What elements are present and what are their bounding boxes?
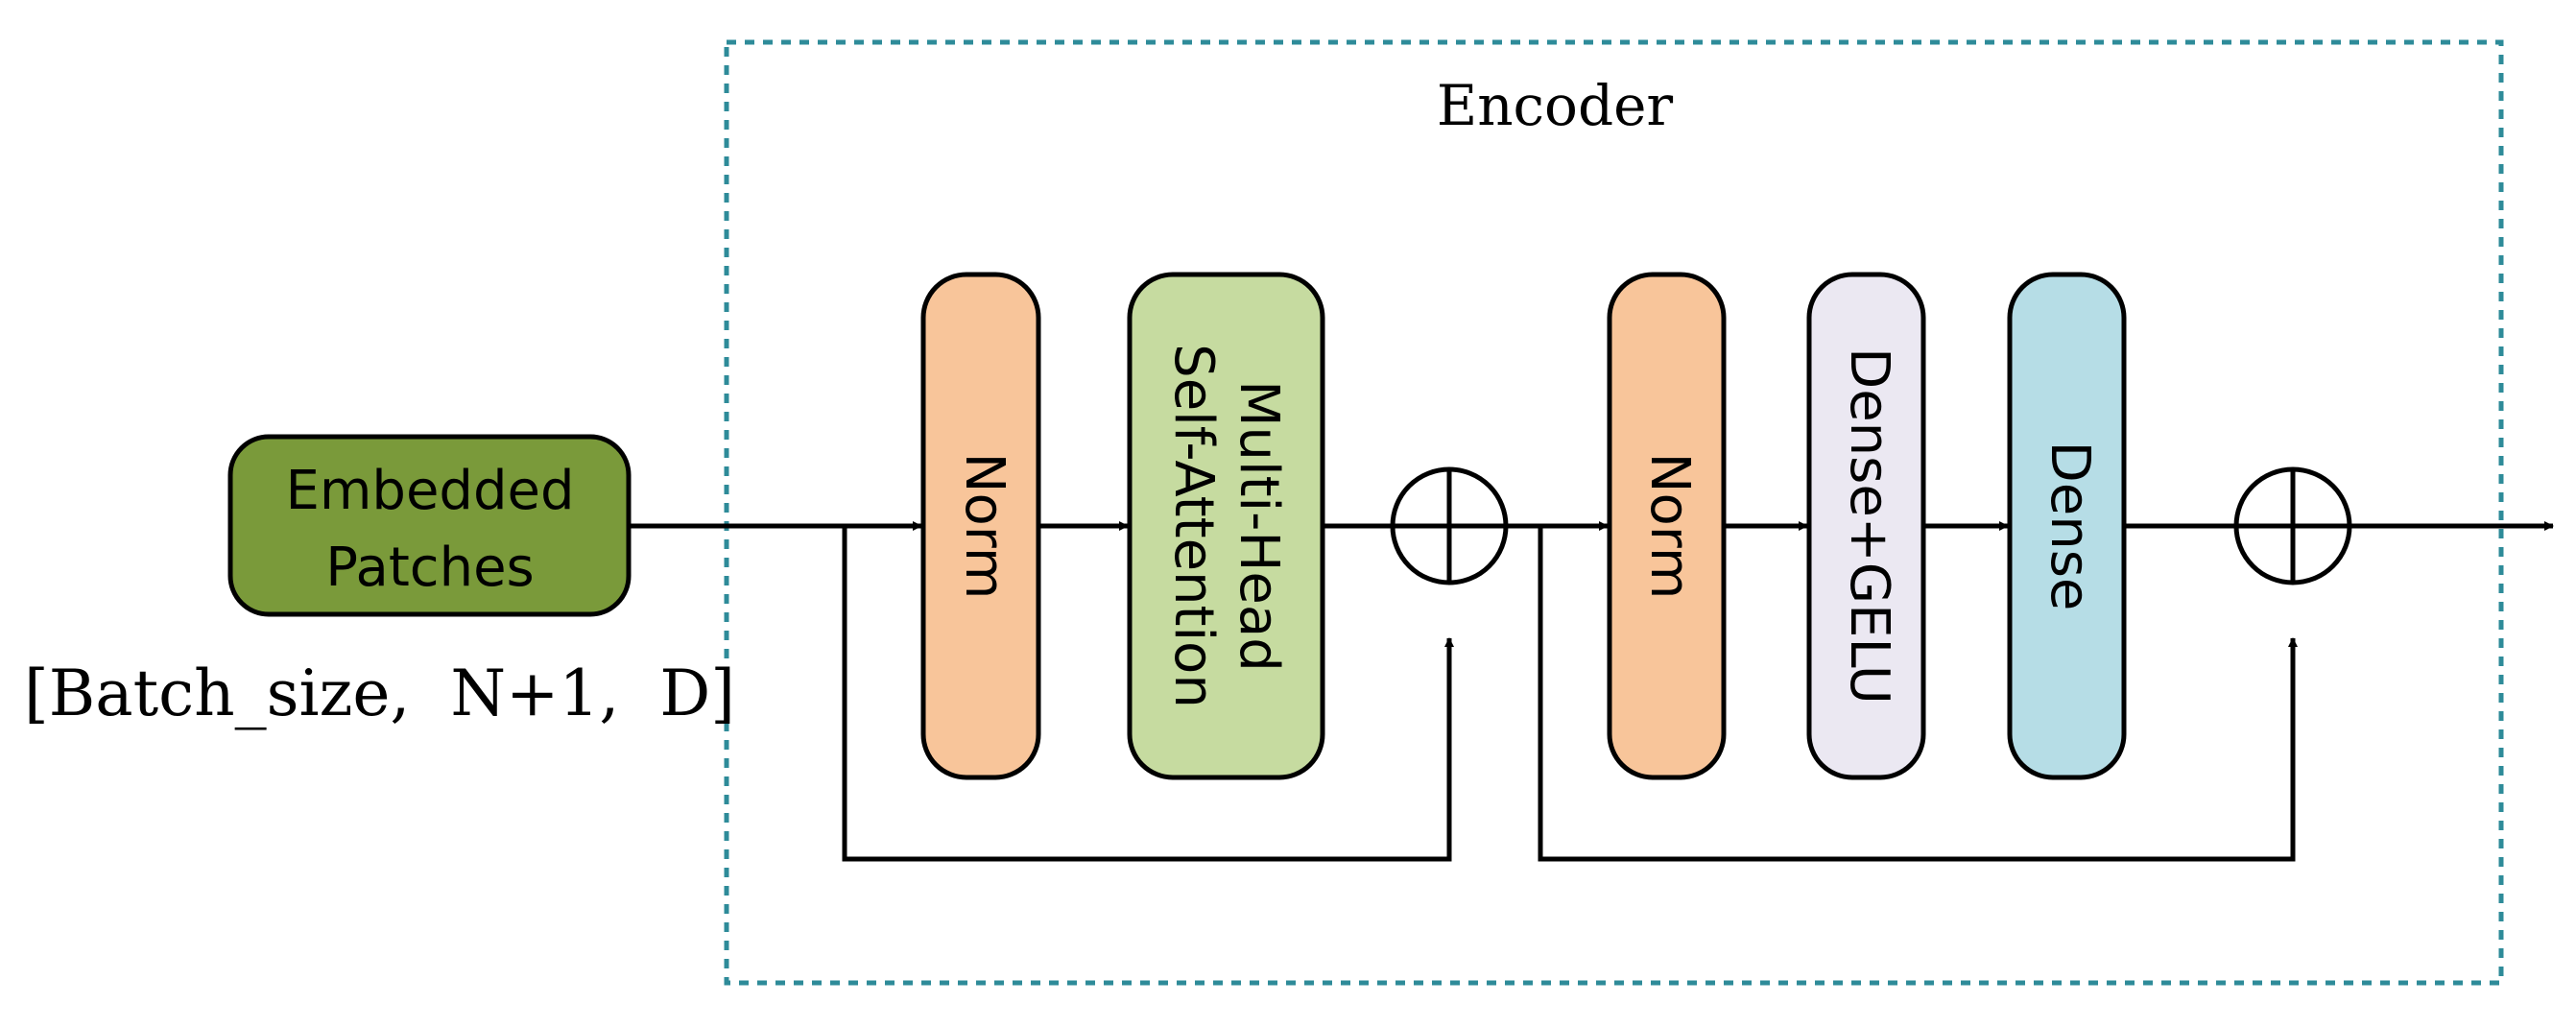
norm2-label: Norm (1638, 453, 1701, 600)
dense-gelu-label: Dense+GELU (1838, 347, 1900, 705)
mhsa-label-line1: Multi-Head (1228, 380, 1290, 672)
embedded-patches-label-line1: Embedded (285, 460, 574, 522)
norm1-label: Norm (953, 453, 1015, 600)
norm2-block (1607, 272, 1727, 780)
mhsa-label-line2: Self-Attention (1162, 344, 1225, 708)
mhsa-block (1127, 272, 1325, 780)
input-shape-label: [Batch_size, N+1, D] (24, 657, 735, 730)
add2-node (2233, 466, 2352, 585)
residual-path-1 (842, 526, 1454, 862)
encoder-boundary (724, 39, 2504, 986)
encoder-title: Encoder (1437, 73, 1674, 138)
add1-node (1390, 466, 1509, 585)
dense-label: Dense (2039, 442, 2101, 611)
dense-gelu-block (1806, 272, 1926, 780)
residual-path-2 (1538, 526, 2298, 862)
norm1-block (920, 272, 1041, 780)
embedded-patches-label-line2: Patches (325, 537, 534, 599)
dense-block (2007, 272, 2127, 780)
